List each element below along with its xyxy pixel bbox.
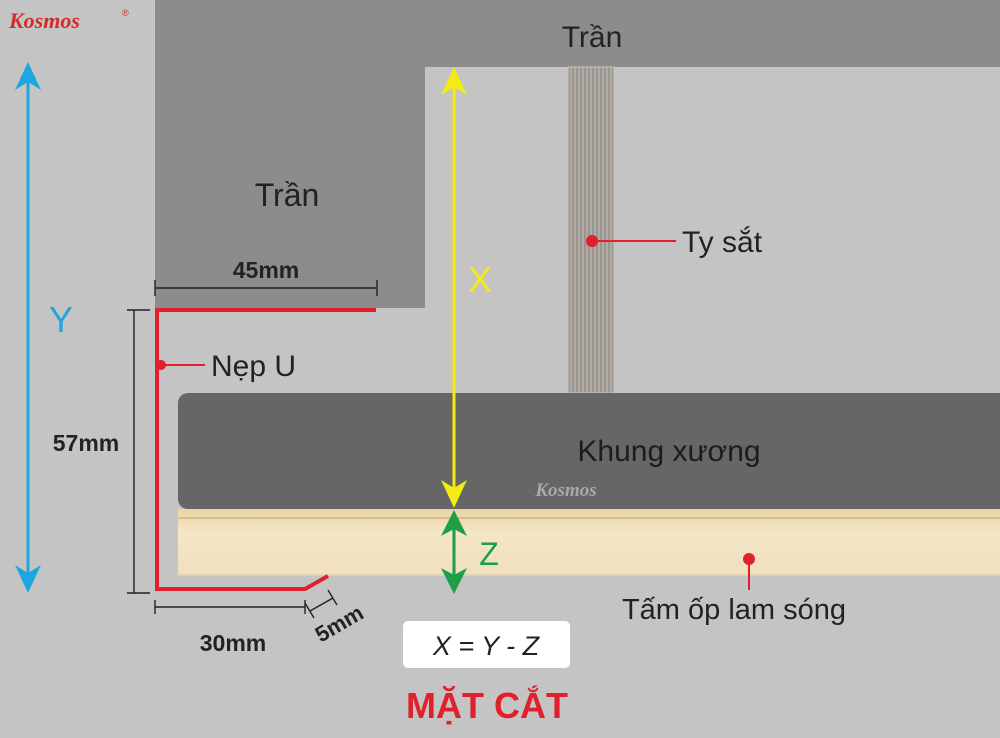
y-axis-arrow: [15, 62, 41, 593]
dim-bottom-width: [154, 600, 306, 614]
rod-label: Ty sắt: [682, 226, 763, 259]
frame-bar: [178, 393, 1000, 509]
u-trim-label: Nẹp U: [211, 350, 296, 383]
brand-registered-mark: ®: [122, 8, 129, 18]
brand-logo: Kosmos: [8, 8, 80, 33]
u-trim: [155, 308, 376, 591]
y-axis-label: Y: [49, 299, 73, 340]
u-trim-callout: [156, 360, 205, 370]
panel-callout: [743, 553, 755, 590]
z-axis-arrow: [441, 510, 467, 594]
section-title: MẶT CẮT: [406, 684, 568, 726]
ceiling-left-label: Trần: [255, 177, 320, 213]
dim-bottom-width-label: 30mm: [200, 630, 266, 656]
dim-lip: [304, 589, 338, 619]
rod-callout: [586, 235, 676, 247]
ceiling: [155, 0, 1000, 308]
frame-label: Khung xương: [577, 435, 760, 468]
formula-box: [403, 621, 570, 668]
x-axis-label: X: [468, 259, 492, 300]
z-axis-label: Z: [479, 536, 499, 572]
x-axis-arrow: [441, 67, 467, 508]
dim-height-label: 57mm: [53, 430, 119, 456]
iron-rod: [568, 67, 614, 393]
ceiling-top-label: Trần: [562, 21, 623, 54]
wave-panel: [178, 509, 1000, 576]
dim-top-width-label: 45mm: [233, 257, 299, 283]
dim-top-width: [154, 280, 378, 296]
formula-text: X = Y - Z: [432, 631, 541, 661]
dim-height: [127, 309, 150, 594]
panel-label: Tấm ốp lam sóng: [622, 594, 846, 626]
frame-logo: Kosmos: [534, 480, 596, 501]
